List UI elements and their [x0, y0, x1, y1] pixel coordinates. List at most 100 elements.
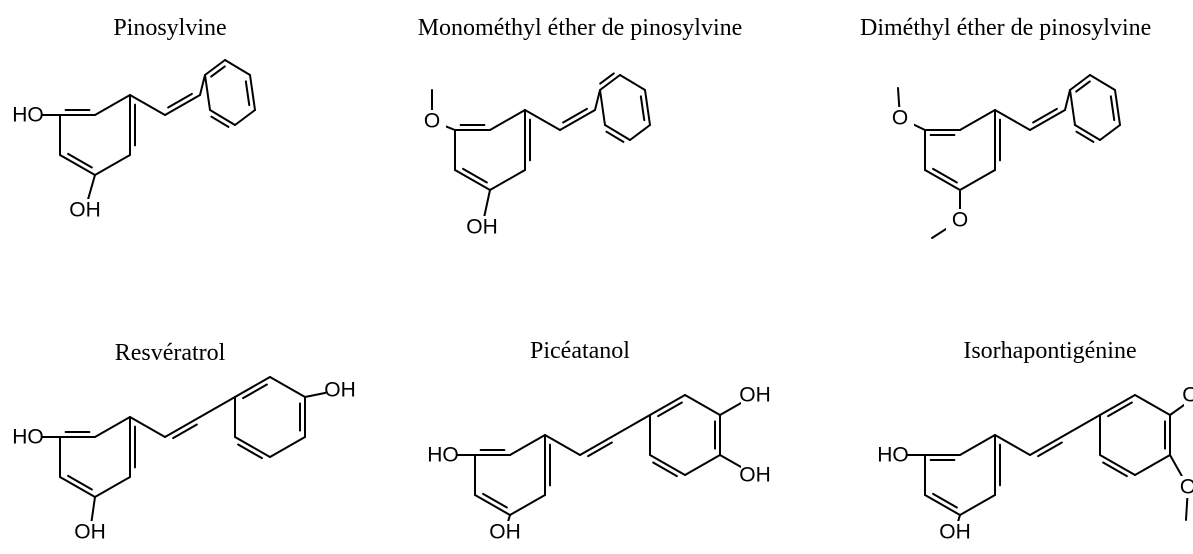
atom-label: O: [424, 110, 440, 133]
atom-label: HO: [12, 426, 44, 449]
bond: [462, 167, 488, 184]
bond: [509, 434, 546, 456]
bond: [619, 74, 646, 91]
bond: [959, 494, 996, 516]
bond: [1069, 89, 1076, 126]
bond: [1075, 130, 1095, 143]
bond: [604, 124, 631, 141]
bond: [649, 394, 686, 416]
bond: [164, 94, 201, 116]
bond: [1134, 454, 1171, 476]
bond: [204, 59, 226, 76]
bond: [199, 74, 206, 96]
compound-title: Monométhyl éther de pinosylvine: [418, 15, 743, 41]
bond: [94, 154, 131, 176]
atom-label-background: [71, 199, 99, 221]
bond: [994, 434, 1031, 456]
bond: [210, 115, 230, 128]
atom-label: O: [1180, 476, 1193, 499]
bond: [87, 174, 96, 201]
atom-label: HO: [427, 444, 459, 467]
atom-label: OH: [324, 379, 356, 402]
compound-title: Isorhapontigénine: [963, 338, 1136, 364]
bond: [1134, 394, 1171, 416]
compound-title: Resvératrol: [115, 340, 226, 366]
bond: [489, 169, 526, 191]
bond: [1099, 394, 1136, 416]
bond: [1032, 107, 1058, 124]
bond: [684, 394, 721, 416]
atom-label: O: [952, 209, 968, 232]
bond: [652, 461, 678, 478]
atom-label: OH: [489, 521, 521, 544]
bond: [454, 169, 491, 191]
bond: [1069, 74, 1091, 91]
bond: [1114, 89, 1121, 126]
bond: [562, 107, 588, 124]
bond: [483, 189, 491, 218]
bond: [210, 65, 226, 78]
bond: [629, 124, 651, 141]
bond: [587, 441, 613, 458]
bond: [172, 423, 198, 440]
structure-monomethyl-ether-pinosylvine: OOH: [418, 72, 651, 239]
bond: [1029, 109, 1066, 131]
bond: [234, 376, 271, 398]
atom-label-background: [1174, 476, 1193, 498]
bond: [224, 59, 251, 76]
structure-isorhapontigenin: HO OH OH O: [877, 384, 1193, 544]
bond: [164, 416, 201, 438]
bond: [1099, 454, 1136, 476]
bond: [167, 92, 193, 109]
bond: [59, 476, 96, 498]
atom-label-background: [741, 384, 769, 406]
bond: [599, 89, 606, 126]
bond: [924, 494, 961, 516]
bond: [1074, 124, 1101, 141]
bond: [959, 434, 996, 456]
atom-label: OH: [739, 384, 771, 407]
bond: [269, 436, 306, 458]
bond: [482, 492, 508, 509]
bond: [1075, 80, 1091, 93]
bond: [1064, 89, 1071, 111]
structure-dimethyl-ether-pinosylvine: OO: [886, 74, 1121, 239]
bond: [509, 494, 546, 516]
bond: [94, 476, 131, 498]
atom-label-background: [468, 216, 496, 238]
bond: [237, 443, 263, 460]
atom-label: HO: [877, 444, 909, 467]
bond: [1109, 95, 1116, 122]
atom-label-background: [886, 107, 914, 129]
bond: [959, 169, 996, 191]
bond: [932, 167, 958, 184]
atom-label: OH: [1182, 384, 1193, 407]
compound-title: Diméthyl éther de pinosylvine: [860, 15, 1151, 41]
compound-title: Picéatanol: [530, 338, 630, 364]
bond: [1102, 461, 1128, 478]
bond: [644, 89, 651, 126]
bond: [639, 95, 646, 122]
bond: [204, 74, 211, 111]
bond: [199, 396, 236, 418]
bond: [244, 80, 251, 107]
bond: [507, 514, 511, 523]
bond: [924, 169, 961, 191]
atom-label-background: [879, 444, 907, 466]
bond: [544, 434, 581, 456]
bond: [59, 154, 96, 176]
atom-label: OH: [939, 521, 971, 544]
bond: [1064, 414, 1101, 436]
bond: [90, 496, 96, 523]
bond: [605, 130, 625, 143]
bond: [304, 391, 331, 398]
bond: [474, 494, 511, 516]
bond: [614, 414, 651, 436]
bond: [67, 152, 93, 169]
atom-label-background: [741, 464, 769, 486]
bond: [234, 109, 256, 126]
bond: [129, 416, 166, 438]
